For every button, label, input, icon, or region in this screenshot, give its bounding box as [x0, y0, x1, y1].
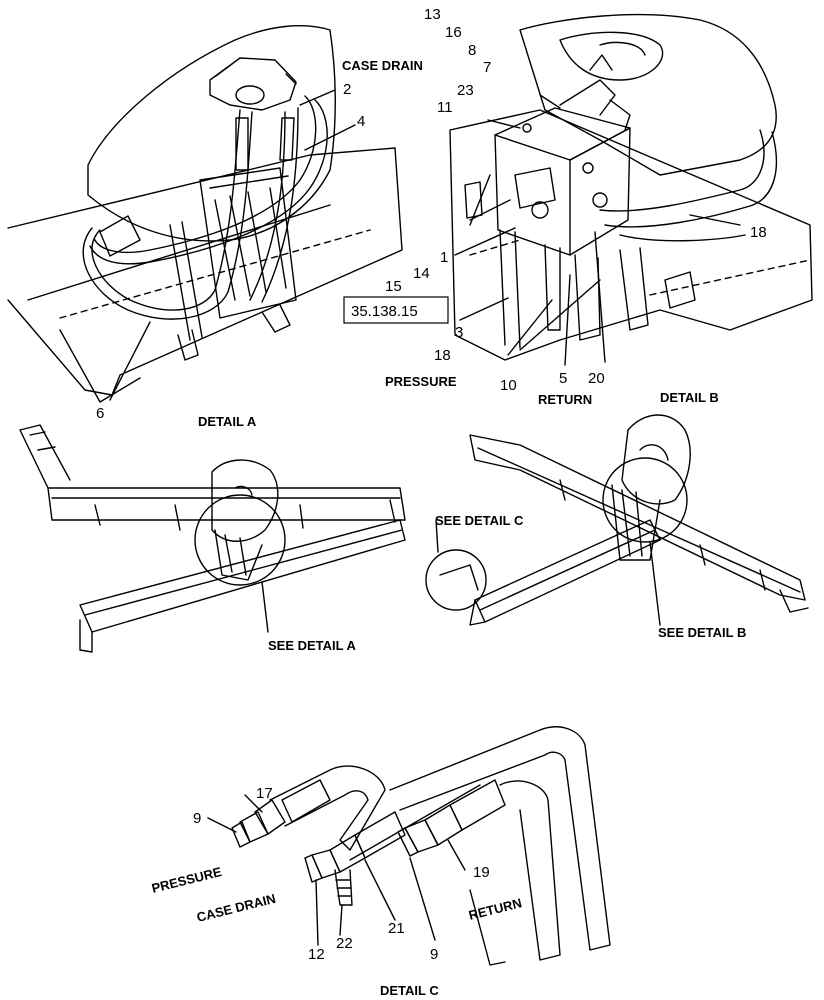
pressure-label-b: PRESSURE: [385, 374, 457, 389]
return-label-c: RETURN: [467, 895, 523, 923]
callout-20: 20: [588, 370, 605, 387]
callout-5: 5: [559, 370, 567, 387]
callout-6: 6: [96, 405, 104, 422]
callout-21: 21: [388, 920, 405, 937]
callout-23: 23: [457, 82, 474, 99]
overview-left-drawing: [19, 424, 406, 653]
detail-b-drawing: [449, 13, 813, 366]
callout-18-bottom: 18: [434, 347, 451, 364]
detail-c-title: DETAIL C: [380, 983, 439, 998]
reference-box-text: 35.138.15: [351, 303, 418, 320]
see-detail-c-label: SEE DETAIL C: [435, 513, 524, 528]
callout-17: 17: [256, 785, 273, 802]
callout-19: 19: [473, 864, 490, 881]
return-label-b: RETURN: [538, 392, 592, 407]
callout-18-top: 18: [750, 224, 767, 241]
callout-2: 2: [343, 81, 351, 98]
callout-9-left: 9: [193, 810, 201, 827]
callout-1: 1: [440, 249, 448, 266]
reference-box: [343, 296, 449, 324]
callout-13: 13: [424, 6, 441, 23]
callout-4: 4: [357, 113, 365, 130]
detail-c-drawing: [207, 726, 611, 966]
callout-12: 12: [308, 946, 325, 963]
overview-right-drawing: [425, 414, 809, 626]
callout-16: 16: [445, 24, 462, 41]
see-detail-a-label: SEE DETAIL A: [268, 638, 356, 653]
callout-14: 14: [413, 265, 430, 282]
callout-3: 3: [455, 324, 463, 341]
callout-15: 15: [385, 278, 402, 295]
case-drain-label-c: CASE DRAIN: [195, 891, 277, 925]
callout-7: 7: [483, 59, 491, 76]
detail-a-title: DETAIL A: [198, 414, 257, 429]
detail-b-title: DETAIL B: [660, 390, 719, 405]
detail-a-drawing: [7, 25, 403, 403]
case-drain-label-a: CASE DRAIN: [342, 58, 423, 73]
pressure-label-c: PRESSURE: [150, 864, 223, 896]
callout-22: 22: [336, 935, 353, 952]
callout-9-right: 9: [430, 946, 438, 963]
callout-11: 11: [437, 99, 453, 116]
callout-10: 10: [500, 377, 517, 394]
callout-8: 8: [468, 42, 476, 59]
see-detail-b-label: SEE DETAIL B: [658, 625, 746, 640]
